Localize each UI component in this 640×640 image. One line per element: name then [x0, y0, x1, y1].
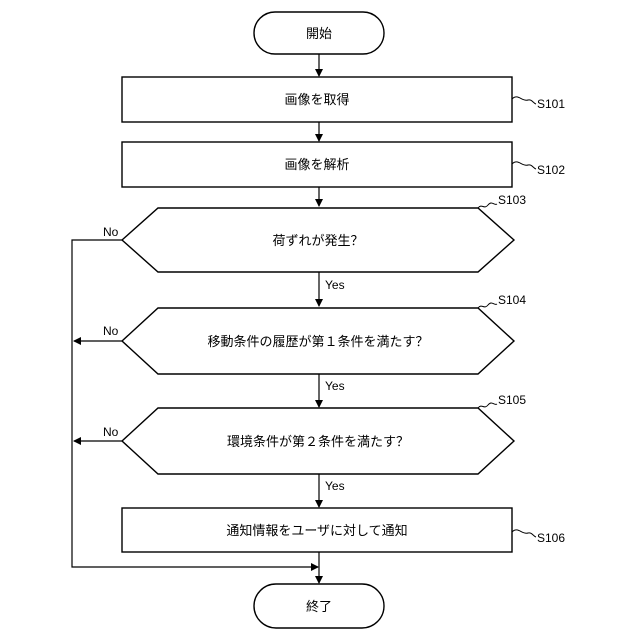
leader-s101 — [512, 97, 536, 104]
leader-s105 — [478, 403, 497, 408]
process-s101-text: 画像を取得 — [284, 92, 349, 108]
end-label: 終了 — [306, 599, 332, 615]
leader-s104 — [478, 303, 497, 308]
leader-s102 — [512, 162, 536, 169]
step-id-s105: S105 — [498, 393, 526, 407]
process-s102-text: 画像を解析 — [284, 158, 349, 173]
decision-s103: 荷ずれが発生？ S103 — [122, 193, 526, 272]
no-label-s104: No — [103, 324, 119, 338]
process-s101: 画像を取得 S101 — [122, 77, 565, 122]
yes-label-s104: Yes — [325, 379, 345, 393]
end-terminal: 終了 — [254, 584, 384, 628]
process-s106-text: 通知情報をユーザに対して通知 — [226, 523, 407, 539]
leader-s106 — [512, 530, 536, 537]
decision-s104: 移動条件の履歴が第１条件を満たす？ S104 — [122, 293, 526, 374]
no-label-s103: No — [103, 225, 119, 239]
step-id-s102: S102 — [537, 163, 565, 177]
decision-s104-text: 移動条件の履歴が第１条件を満たす？ — [207, 334, 428, 350]
process-s106: 通知情報をユーザに対して通知 S106 — [122, 508, 565, 552]
yes-label-s103: Yes — [325, 278, 345, 292]
start-label: 開始 — [306, 27, 332, 42]
step-id-s104: S104 — [498, 293, 526, 307]
step-id-s103: S103 — [498, 193, 526, 207]
no-label-s105: No — [103, 425, 119, 439]
decision-s105-text: 環境条件が第２条件を満たす？ — [227, 434, 409, 450]
decision-s105: 環境条件が第２条件を満たす？ S105 — [122, 393, 526, 474]
leader-s103 — [478, 203, 497, 208]
step-id-s106: S106 — [537, 531, 565, 545]
yes-label-s105: Yes — [325, 479, 345, 493]
start-terminal: 開始 — [254, 12, 384, 54]
process-s102: 画像を解析 S102 — [122, 142, 565, 187]
step-id-s101: S101 — [537, 97, 565, 111]
decision-s103-text: 荷ずれが発生？ — [272, 234, 363, 249]
